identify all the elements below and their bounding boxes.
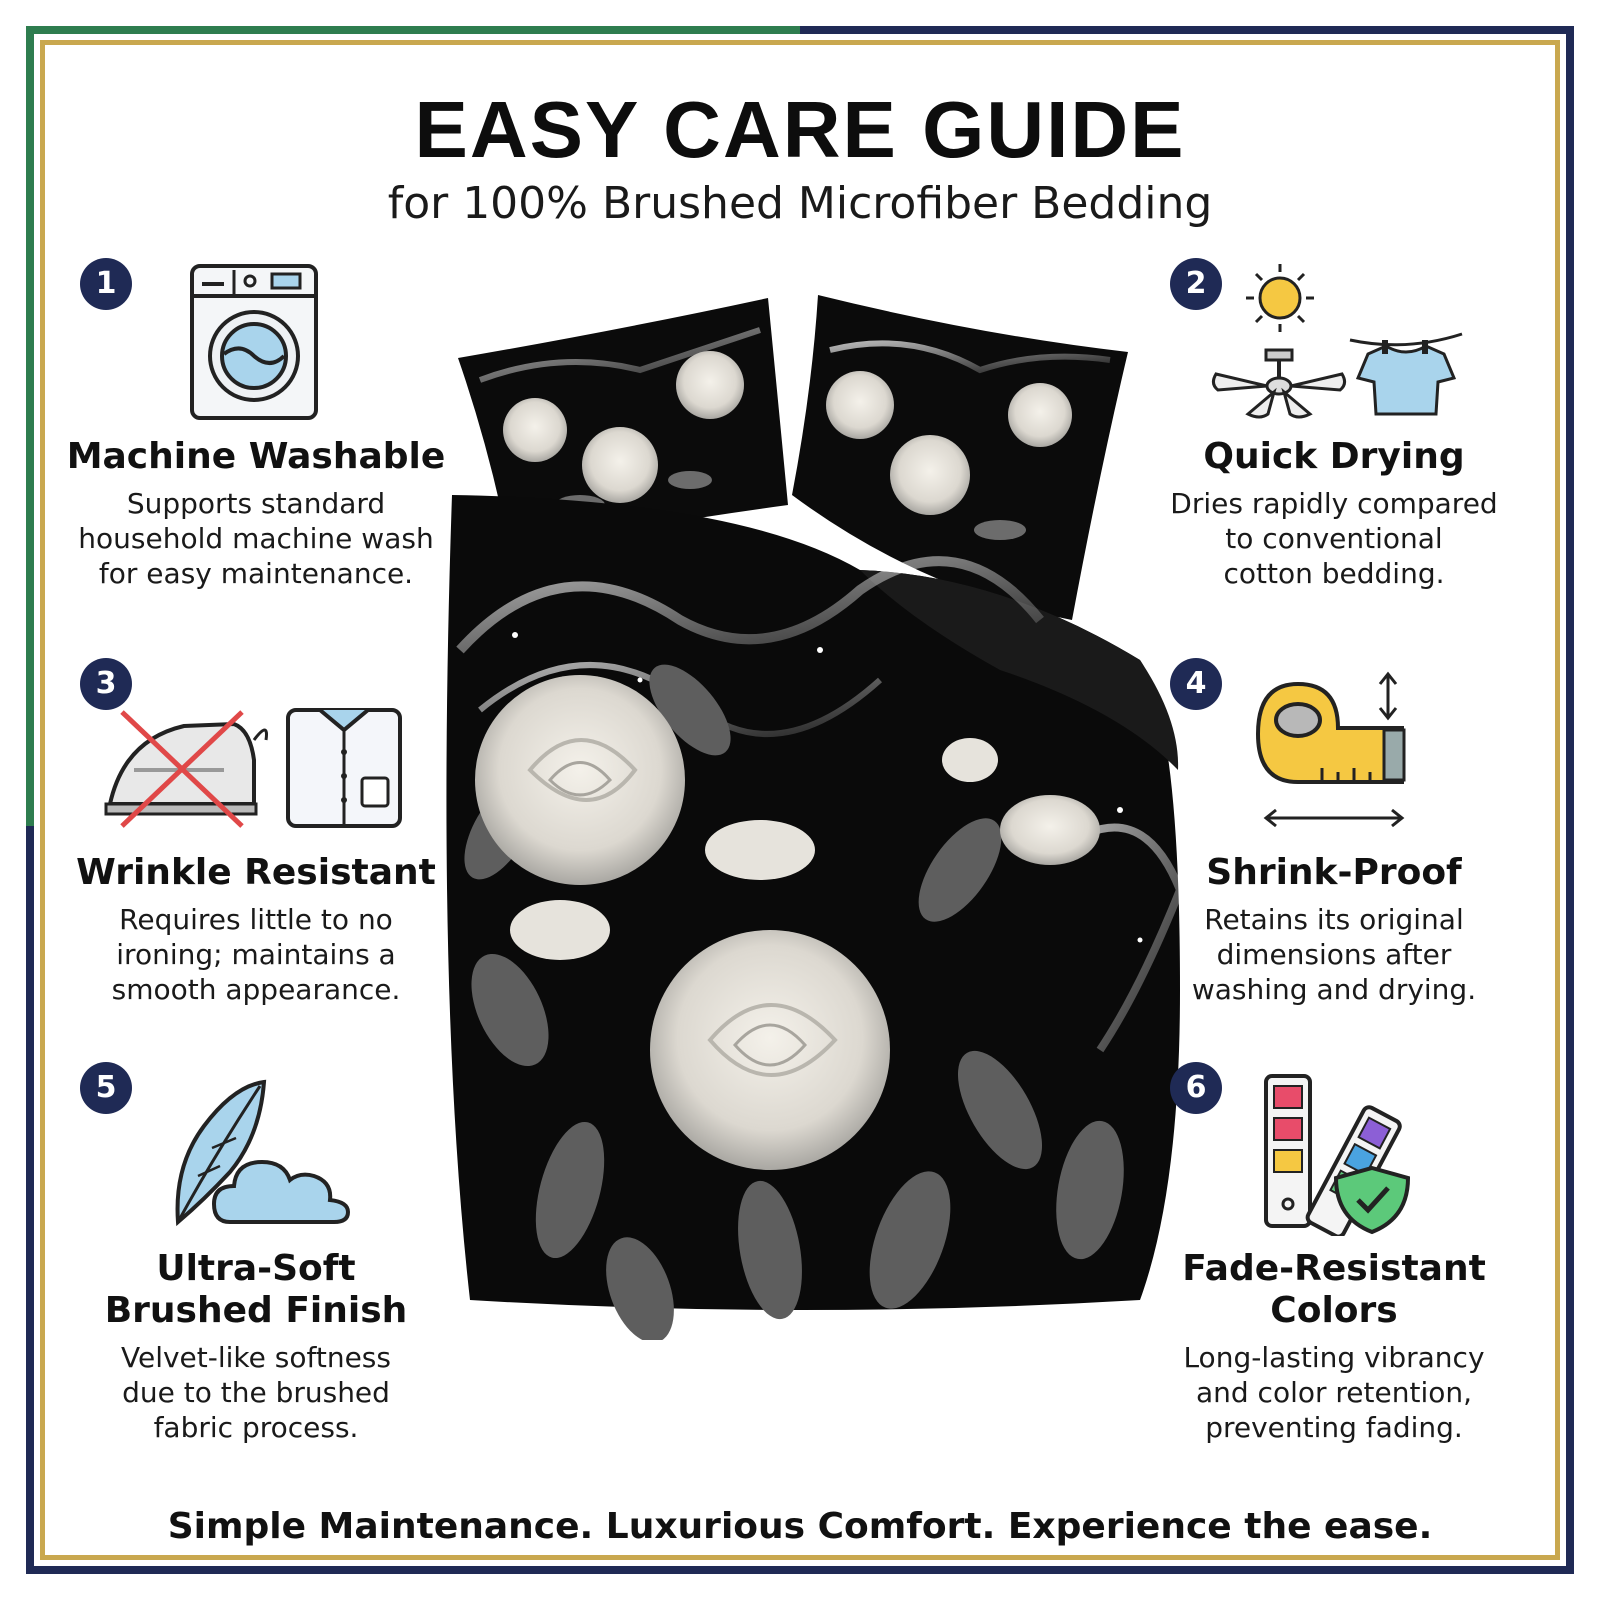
- desc-line: Supports standard: [126, 487, 386, 520]
- feature-title-quick-drying: Quick Drying: [1203, 436, 1465, 477]
- sun-fan-shirt-icon: [1211, 264, 1463, 419]
- feature-number-5: 5: [80, 1062, 132, 1114]
- shirt-icon: [1349, 332, 1463, 416]
- title-line: Colors: [1270, 1290, 1398, 1331]
- desc-line: washing and drying.: [1191, 973, 1477, 1006]
- rose-bud: [942, 738, 1100, 865]
- desc-line: due to the brushed: [122, 1376, 390, 1409]
- frame-accent-left: [26, 26, 34, 826]
- feature-title-fade-resistant: Fade-Resistant Colors: [1136, 1248, 1532, 1332]
- color-swatch-shield-icon: [1264, 1074, 1411, 1236]
- desc-line: to conventional: [1225, 522, 1443, 555]
- feather-cloud-icon: [175, 1079, 351, 1227]
- feature-title-wrinkle-resistant: Wrinkle Resistant: [76, 852, 436, 893]
- tape-measure-icon: [1255, 671, 1406, 828]
- desc-line: for easy maintenance.: [98, 557, 414, 590]
- feature-desc-wrinkle-resistant: Requires little to no ironing; maintains…: [60, 902, 452, 1007]
- page-subtitle: for 100% Brushed Microfiber Bedding: [387, 178, 1213, 229]
- desc-line: dimensions after: [1216, 938, 1452, 971]
- iron-icon: [104, 710, 268, 828]
- title-line: Fade-Resistant: [1182, 1248, 1486, 1289]
- shield-icon: [1333, 1165, 1411, 1235]
- pillow-left: [458, 298, 788, 552]
- feature-title-machine-washable: Machine Washable: [66, 436, 446, 477]
- no-iron-shirt-icon: [104, 708, 402, 828]
- desc-line: ironing; maintains a: [116, 938, 396, 971]
- footer-tagline: Simple Maintenance. Luxurious Comfort. E…: [167, 1506, 1433, 1547]
- sun-icon: [1246, 264, 1314, 332]
- frame-accent-top: [26, 26, 800, 34]
- feature-title-shrink-proof: Shrink-Proof: [1206, 852, 1462, 893]
- desc-line: Retains its original: [1204, 903, 1464, 936]
- feature-desc-shrink-proof: Retains its original dimensions after wa…: [1136, 902, 1532, 1007]
- desc-line: Long-lasting vibrancy: [1183, 1341, 1485, 1374]
- desc-line: smooth appearance.: [111, 973, 401, 1006]
- title-line: Ultra-Soft: [156, 1248, 356, 1289]
- page-title: EASY CARE GUIDE: [414, 85, 1186, 174]
- desc-line: household machine wash: [78, 522, 434, 555]
- desc-line: Dries rapidly compared: [1170, 487, 1498, 520]
- feature-title-ultra-soft: Ultra-Soft Brushed Finish: [60, 1248, 452, 1332]
- feature-desc-fade-resistant: Long-lasting vibrancy and color retentio…: [1136, 1340, 1532, 1445]
- feature-number-6: 6: [1170, 1062, 1222, 1114]
- desc-line: Requires little to no: [119, 903, 393, 936]
- desc-line: Velvet-like softness: [121, 1341, 391, 1374]
- washing-machine-icon: [190, 264, 318, 420]
- desc-line: fabric process.: [153, 1411, 359, 1444]
- feature-desc-quick-drying: Dries rapidly compared to conventional c…: [1136, 486, 1532, 591]
- feature-desc-machine-washable: Supports standard household machine wash…: [60, 486, 452, 591]
- pillow-right: [792, 295, 1128, 620]
- feature-number-4: 4: [1170, 658, 1222, 710]
- desc-line: preventing fading.: [1205, 1411, 1463, 1444]
- inner-gold-frame: [40, 40, 1560, 1560]
- feature-number-2: 2: [1170, 258, 1222, 310]
- shirt-icon: [286, 708, 402, 828]
- fan-icon: [1211, 348, 1347, 419]
- feature-number-1: 1: [80, 258, 132, 310]
- rose-top: [475, 675, 685, 960]
- bedding-illustration: [446, 295, 1185, 1340]
- duvet: [446, 495, 1185, 1340]
- desc-line: and color retention,: [1195, 1376, 1473, 1409]
- feather-icon: [175, 1079, 267, 1227]
- desc-line: cotton bedding.: [1223, 557, 1445, 590]
- feature-number-3: 3: [80, 658, 132, 710]
- title-line: Brushed Finish: [104, 1290, 408, 1331]
- rose-bottom: [650, 820, 890, 1170]
- cloud-icon: [211, 1159, 351, 1224]
- feature-desc-ultra-soft: Velvet-like softness due to the brushed …: [60, 1340, 452, 1445]
